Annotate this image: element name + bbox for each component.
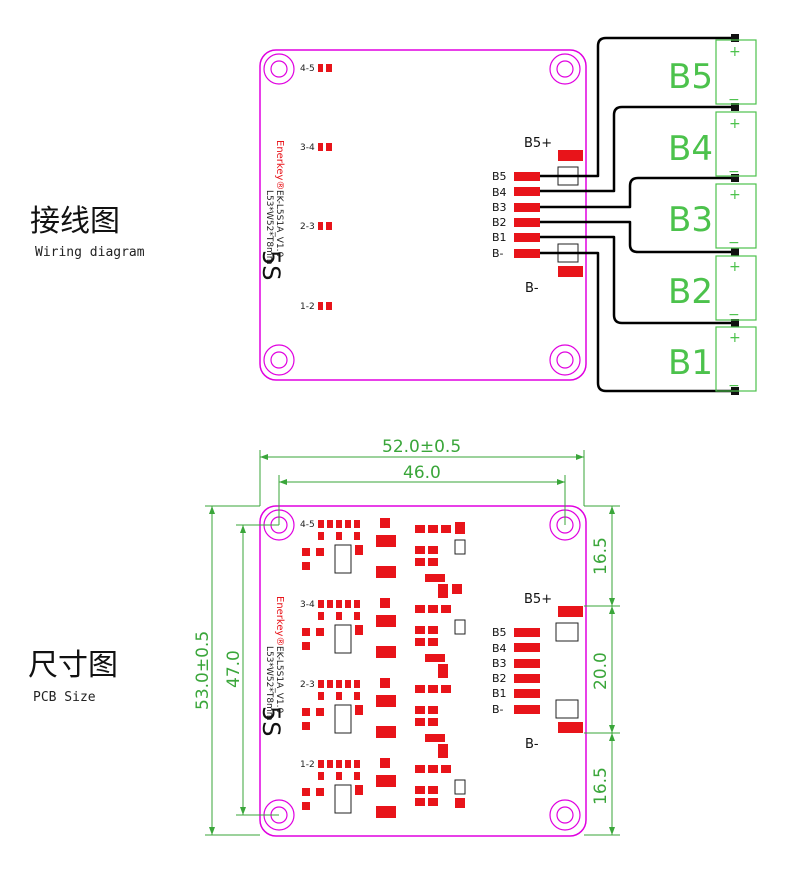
component-stage: 3-4 (300, 598, 466, 678)
series-label: 5S (257, 250, 285, 281)
wiring-diagram-subtitle: Wiring diagram (35, 245, 145, 260)
wires (540, 36, 735, 393)
cell-label: B2 (668, 272, 713, 312)
cell-label: B4 (668, 129, 713, 169)
stage-label: 2-3 (300, 680, 315, 690)
size-code-label: L53*W52*T8mm (264, 190, 274, 265)
pad-label: B3 (492, 201, 507, 214)
pad-label: B5 (492, 626, 507, 639)
minus-sign: − (728, 92, 740, 108)
battery-cell (715, 183, 757, 249)
stage-label: 4-5 (300, 520, 315, 530)
dimension-arrows (209, 454, 615, 835)
dimension-labels: 52.0±0.5 46.0 53.0±0.5 47.0 16.5 20.0 16… (193, 437, 611, 805)
pad-label: B4 (492, 642, 507, 655)
bottom-pad-label: B- (525, 737, 539, 752)
plus-sign: + (729, 330, 741, 346)
minus-sign: − (728, 164, 740, 180)
battery-cell (715, 326, 757, 392)
brand-label: Enerkey® (274, 596, 285, 646)
battery-cells (715, 39, 757, 392)
top-pad-label: B5+ (524, 136, 552, 151)
dim-height-outer: 53.0±0.5 (193, 631, 213, 710)
model-label: EK-L5S1A_V1.0 (274, 646, 284, 713)
plus-sign: + (729, 259, 741, 275)
stage-label: 2-3 (300, 222, 315, 232)
pad-label: B3 (492, 657, 507, 670)
pad-label: B5 (492, 170, 507, 183)
board-outline (259, 49, 587, 381)
wiring-board: 4-5 3-4 2-3 1-2 Enerkey® EK-L5S1A_V1.0 L… (257, 34, 757, 395)
stage-label: 3-4 (300, 600, 315, 610)
pad-label: B- (492, 247, 504, 260)
board-outline (259, 505, 587, 837)
bottom-pad-label: B- (525, 281, 539, 296)
dim-height-inner: 47.0 (224, 650, 244, 688)
minus-sign: − (728, 378, 740, 394)
cell-label: B1 (668, 343, 713, 383)
minus-sign: − (728, 235, 740, 251)
pcb-size-subtitle: PCB Size (33, 690, 96, 705)
brand-label: Enerkey® (274, 140, 285, 190)
battery-cell (715, 39, 757, 105)
stage-label: 4-5 (300, 64, 315, 74)
dim-width-inner: 46.0 (403, 463, 441, 483)
wiring-diagram-title: 接线图 (30, 204, 120, 239)
plus-sign: + (729, 187, 741, 203)
connector: B5+ B- B5 B4 B3 B2 B1 B- (492, 136, 583, 296)
top-pad-label: B5+ (524, 592, 552, 607)
connector: B5+ B- B5 B4 B3 B2 B1 B- (492, 592, 583, 752)
model-label: EK-L5S1A_V1.0 (274, 190, 284, 257)
minus-sign: − (728, 307, 740, 323)
stage-label: 1-2 (300, 302, 315, 312)
pad-label: B2 (492, 216, 507, 229)
plus-sign: + (729, 44, 741, 60)
dim-right-bottom: 16.5 (591, 767, 611, 805)
dim-right-top: 16.5 (591, 537, 611, 575)
stage-label: 3-4 (300, 143, 315, 153)
dim-width-outer: 52.0±0.5 (382, 437, 461, 457)
component-stage: 4-5 (300, 518, 466, 598)
battery-cell (715, 255, 757, 321)
cell-polarity: + − + − + − + − + − (728, 44, 741, 394)
pad-label: B- (492, 703, 504, 716)
pad-label: B2 (492, 672, 507, 685)
stage-label: 1-2 (300, 760, 315, 770)
component-stage: 1-2 (300, 758, 466, 818)
cell-label: B5 (668, 57, 713, 97)
series-label: 5S (257, 706, 285, 737)
plus-sign: + (729, 116, 741, 132)
pad-label: B4 (492, 186, 507, 199)
size-code-label: L53*W52*T8mm (264, 646, 274, 721)
pcb-size-title: 尺寸图 (28, 648, 118, 683)
stage-markers: 4-5 3-4 2-3 1-2 (300, 64, 332, 312)
dim-right-mid: 20.0 (591, 652, 611, 690)
battery-cell (715, 111, 757, 177)
component-stage: 2-3 (300, 678, 451, 758)
pad-label: B1 (492, 231, 507, 244)
cell-label: B3 (668, 200, 713, 240)
dimension-lines (205, 450, 620, 836)
cell-labels: B5 B4 B3 B2 B1 (668, 57, 713, 383)
mounting-hole (263, 53, 581, 376)
pad-label: B1 (492, 687, 507, 700)
size-board: 4-5 3-4 2-3 (193, 437, 620, 837)
